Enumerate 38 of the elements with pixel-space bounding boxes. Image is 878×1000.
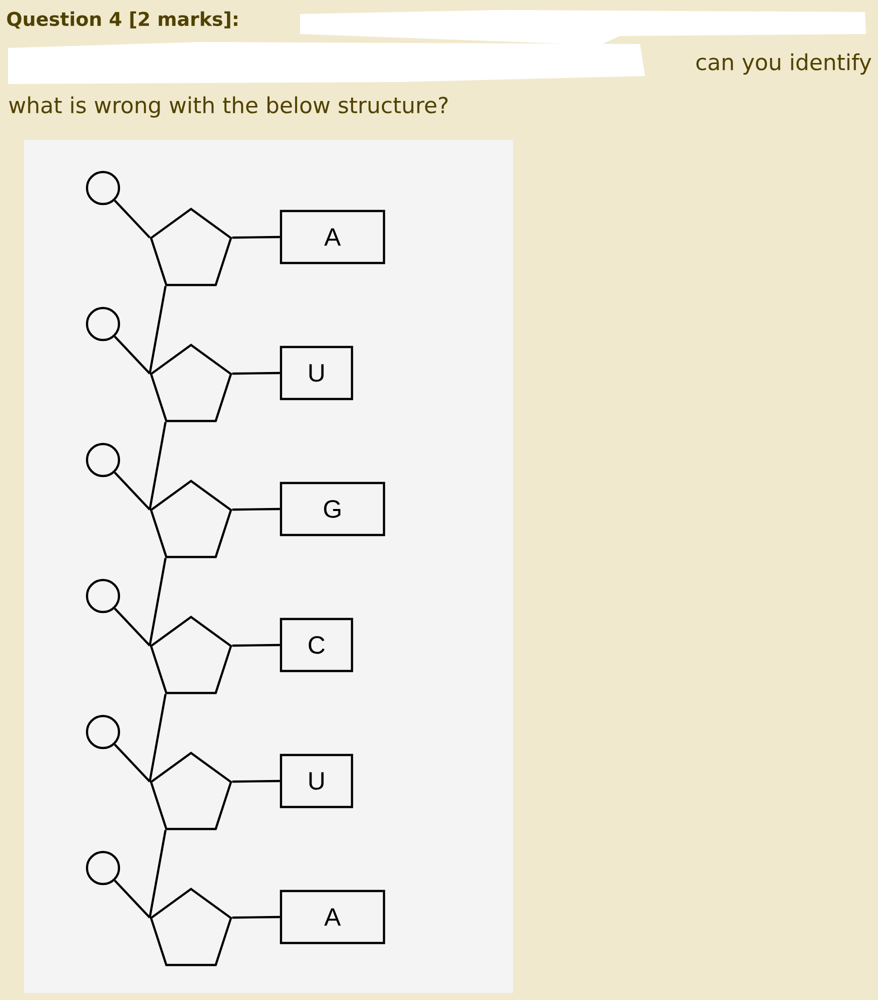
base-box: U	[280, 346, 354, 400]
phosphate-circle	[86, 442, 120, 478]
connector-line	[114, 744, 151, 782]
base-box: C	[280, 618, 354, 672]
connector-line	[114, 608, 151, 646]
connector-line	[148, 694, 167, 782]
base-box: A	[280, 890, 386, 944]
connector-line	[232, 508, 280, 511]
sugar-pentagon	[150, 752, 232, 830]
connector-line	[114, 472, 151, 510]
base-box: A	[280, 210, 386, 264]
connector-line	[232, 236, 280, 239]
connector-line	[148, 830, 167, 918]
sugar-pentagon	[150, 888, 232, 966]
connector-line	[148, 422, 167, 510]
base-box: U	[280, 754, 354, 808]
connector-line	[232, 644, 280, 647]
connector-line	[114, 880, 151, 918]
sugar-pentagon	[150, 208, 232, 286]
base-box: G	[280, 482, 386, 536]
connector-line	[148, 286, 167, 374]
sugar-pentagon	[150, 616, 232, 694]
phosphate-circle	[86, 850, 120, 886]
connector-line	[232, 372, 280, 375]
connector-line	[114, 200, 151, 238]
connector-line	[232, 780, 280, 783]
question-text: can you identify	[696, 53, 872, 75]
phosphate-circle	[86, 170, 120, 206]
connector-line	[114, 336, 151, 374]
phosphate-circle	[86, 714, 120, 750]
phosphate-circle	[86, 578, 120, 614]
phosphate-circle	[86, 306, 120, 342]
connector-line	[232, 916, 280, 919]
question-text: what is wrong with the below structure?	[9, 96, 448, 118]
sugar-pentagon	[150, 344, 232, 422]
connector-line	[148, 558, 167, 646]
sugar-pentagon	[150, 480, 232, 558]
question-heading: Question 4 [2 marks]:	[7, 11, 238, 29]
